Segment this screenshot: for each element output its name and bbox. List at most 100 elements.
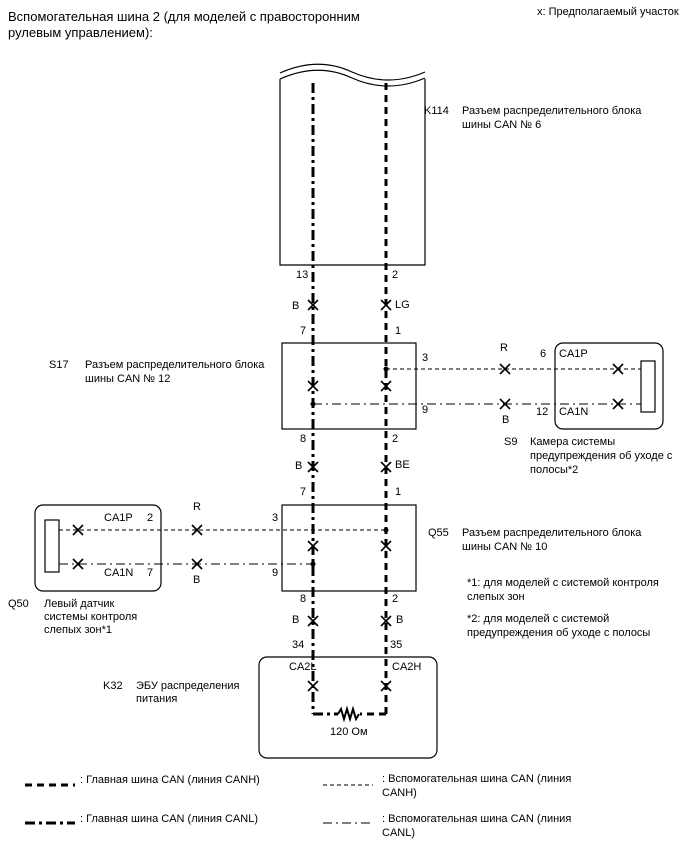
note-1-line1: *1: для моделей с системой контроля bbox=[467, 577, 659, 589]
suspected-area-x-mark bbox=[307, 615, 319, 627]
suspected-area-x-mark bbox=[612, 398, 624, 410]
q50-pin-7: 7 bbox=[147, 567, 153, 579]
q55-connector bbox=[281, 504, 417, 592]
wire-color-lg: LG bbox=[395, 299, 410, 311]
wire-color-b-1: B bbox=[292, 300, 299, 312]
suspected-area-legend: x: Предполагаемый участок bbox=[537, 6, 679, 18]
k32-ecu bbox=[258, 656, 438, 759]
suspected-area-x-mark bbox=[380, 540, 392, 552]
suspected-area-x-mark bbox=[72, 558, 84, 570]
diagram-title-line2: рулевым управлением): bbox=[8, 25, 153, 40]
suspected-area-x-mark bbox=[307, 299, 319, 311]
wire-color-b-6: B bbox=[193, 574, 200, 586]
s17-pin-7: 7 bbox=[300, 325, 306, 337]
q50-sensor-element bbox=[44, 519, 60, 573]
s17-name-line1: Разъем распределительного блока bbox=[85, 359, 265, 371]
s9-pin-6: 6 bbox=[540, 348, 546, 360]
suspected-area-x-mark bbox=[191, 558, 203, 570]
k114-name-line1: Разъем распределительного блока bbox=[462, 105, 642, 117]
s9-pin-12: 12 bbox=[536, 406, 548, 418]
wire-color-b-2: B bbox=[295, 460, 302, 472]
q55-junction-l bbox=[310, 561, 316, 567]
suspected-area-x-mark bbox=[380, 461, 392, 473]
s17-junction-l bbox=[310, 401, 316, 407]
k114-pin-2: 2 bbox=[392, 269, 398, 281]
legend-sub-canl-line1: : Вспомогательная шина CAN (линия bbox=[382, 813, 571, 825]
s9-code: S9 bbox=[504, 436, 517, 448]
q55-name-line1: Разъем распределительного блока bbox=[462, 527, 642, 539]
k114-pin-13: 13 bbox=[296, 269, 308, 281]
suspected-area-x-mark bbox=[380, 615, 392, 627]
suspected-area-x-mark bbox=[380, 299, 392, 311]
k114-connector bbox=[279, 63, 426, 266]
k32-ca2l-label: CA2L bbox=[289, 661, 317, 673]
q50-name-line1: Левый датчик bbox=[44, 598, 114, 610]
k114-name-line2: шины CAN № 6 bbox=[462, 119, 541, 131]
q55-pin-1: 1 bbox=[395, 486, 401, 498]
suspected-area-x-mark bbox=[307, 680, 319, 692]
q55-junction-h bbox=[383, 527, 389, 533]
legend-sub-canh-line1: : Вспомогательная шина CAN (линия bbox=[382, 773, 571, 785]
suspected-area-x-mark bbox=[72, 524, 84, 536]
k114-code: K114 bbox=[424, 105, 449, 117]
s17-pin-1: 1 bbox=[395, 325, 401, 337]
s17-junction-h bbox=[383, 366, 389, 372]
s9-camera-element bbox=[640, 360, 656, 413]
wire-color-b-4: B bbox=[396, 614, 403, 626]
suspected-area-x-mark bbox=[307, 540, 319, 552]
diagram-title-line1: Вспомогательная шина 2 (для моделей с пр… bbox=[8, 9, 360, 24]
q50-pin-2: 2 bbox=[147, 512, 153, 524]
s9-ca1n-label: CA1N bbox=[559, 406, 588, 418]
suspected-area-x-mark bbox=[191, 524, 203, 536]
q50-ca1n-label: CA1N bbox=[104, 567, 133, 579]
resistor-120-ohm bbox=[337, 705, 360, 723]
s17-pin-9: 9 bbox=[422, 404, 428, 416]
suspected-area-x-mark bbox=[307, 461, 319, 473]
q50-name-line2: системы контроля bbox=[44, 611, 137, 623]
q55-pin-9: 9 bbox=[272, 567, 278, 579]
q55-pin-2: 2 bbox=[392, 593, 398, 605]
s17-pin-2: 2 bbox=[392, 433, 398, 445]
wire-color-be: BE bbox=[395, 459, 410, 471]
s17-pin-3: 3 bbox=[422, 352, 428, 364]
q55-pin-8: 8 bbox=[300, 593, 306, 605]
q50-code: Q50 bbox=[8, 598, 29, 610]
k32-pin-35: 35 bbox=[390, 639, 402, 651]
s9-name-line1: Камера системы bbox=[530, 436, 615, 448]
k32-pin-34: 34 bbox=[292, 639, 304, 651]
wire-color-b-5: B bbox=[502, 414, 509, 426]
wire-color-r-1: R bbox=[500, 342, 508, 354]
suspected-area-x-mark bbox=[380, 680, 392, 692]
k32-resistor-label: 120 Ом bbox=[330, 726, 368, 738]
suspected-area-x-mark bbox=[307, 380, 319, 392]
legend-sub-canl-line2: CANL) bbox=[382, 827, 415, 839]
suspected-area-x-mark bbox=[499, 398, 511, 410]
q55-code: Q55 bbox=[428, 527, 449, 539]
q50-ca1p-label: CA1P bbox=[104, 512, 133, 524]
legend-main-canl: : Главная шина CAN (линия CANL) bbox=[80, 813, 258, 825]
q50-name-line3: слепых зон*1 bbox=[44, 624, 112, 636]
s17-connector bbox=[281, 342, 417, 430]
k32-name-line1: ЭБУ распределения bbox=[136, 680, 240, 692]
suspected-area-x-mark bbox=[499, 363, 511, 375]
q55-pin-7: 7 bbox=[300, 486, 306, 498]
wire-color-r-2: R bbox=[193, 501, 201, 513]
s9-ca1p-label: CA1P bbox=[559, 348, 588, 360]
s9-name-line2: предупреждения об уходе с bbox=[530, 450, 673, 462]
suspected-area-x-mark bbox=[380, 380, 392, 392]
s9-camera bbox=[554, 342, 664, 430]
q55-name-line2: шины CAN № 10 bbox=[462, 541, 547, 553]
s9-name-line3: полосы*2 bbox=[530, 464, 578, 476]
q50-sensor bbox=[34, 504, 162, 592]
note-1-line2: слепых зон bbox=[467, 591, 525, 603]
k32-code: K32 bbox=[103, 680, 123, 692]
s17-code: S17 bbox=[49, 359, 69, 371]
suspected-area-x-mark bbox=[612, 363, 624, 375]
k32-name-line2: питания bbox=[136, 693, 177, 705]
s17-name-line2: шины CAN № 12 bbox=[85, 373, 170, 385]
suspected-area-marks bbox=[72, 299, 624, 692]
legend-main-canh: : Главная шина CAN (линия CANH) bbox=[80, 774, 260, 786]
main-bus-canl-wire bbox=[311, 83, 338, 716]
legend-sub-canh-line2: CANH) bbox=[382, 787, 417, 799]
